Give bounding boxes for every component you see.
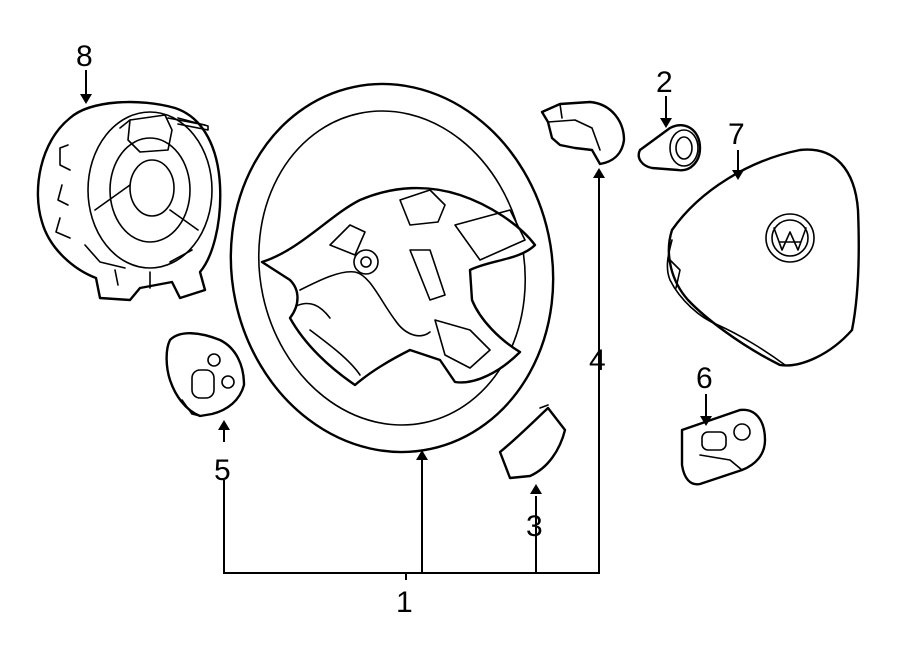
left-switch-part xyxy=(165,332,246,418)
callout-labels: 8 2 7 4 6 5 3 1 xyxy=(76,40,745,619)
callout-8: 8 xyxy=(76,40,93,73)
callout-5: 5 xyxy=(214,454,231,487)
callout-1: 1 xyxy=(396,586,413,619)
right-switch-part xyxy=(680,408,767,486)
upper-trim-cover-part xyxy=(540,100,626,166)
callout-4: 4 xyxy=(589,344,606,377)
lower-trim-cover-part xyxy=(498,404,567,480)
callout-2: 2 xyxy=(656,66,673,99)
callout-6: 6 xyxy=(696,362,713,395)
callout-3: 3 xyxy=(526,510,543,543)
clockspring-part xyxy=(36,100,222,302)
steering-wheel-part xyxy=(229,82,555,454)
small-cap-part xyxy=(637,124,702,172)
airbag-module-part xyxy=(666,148,860,367)
leader-lines xyxy=(80,70,744,580)
callout-7: 7 xyxy=(728,118,745,151)
